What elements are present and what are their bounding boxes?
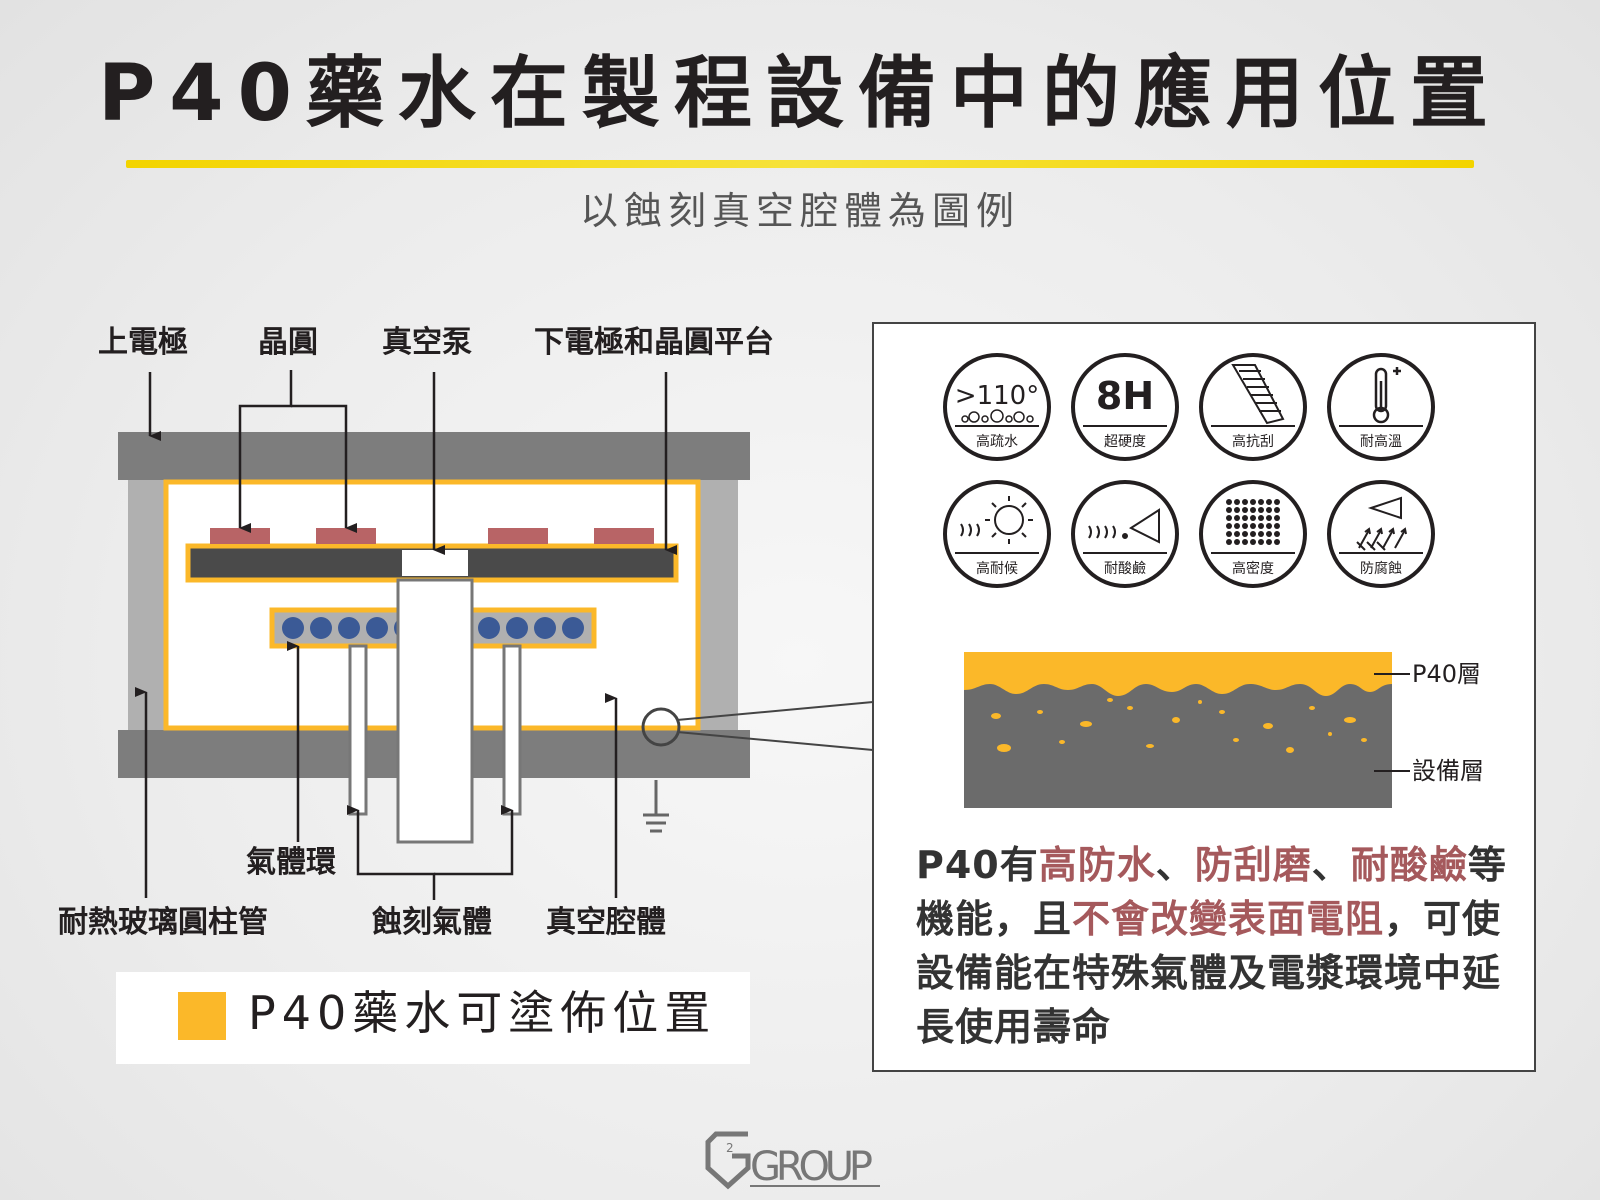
badge-density: 高密度 [1199,480,1307,588]
badge-band [1211,552,1295,554]
badge-acid: 耐酸鹼 [1071,480,1179,588]
legend-text: P40藥水可塗佈位置 [248,986,717,1040]
pointer-wafer [238,370,293,533]
badge-caption: 高疏水 [976,434,1018,450]
page-subtitle: 以蝕刻真空腔體為圖例 [579,189,1020,233]
badge-caption: 高抗刮 [1232,434,1274,450]
legend-swatch [178,992,226,1040]
label-vacuum-pump: 真空泵 [382,325,472,360]
desc-highlight: 不會改變表面電阻 [1072,897,1385,941]
title-underline [126,160,1474,168]
acid-spray-icon [1088,508,1160,544]
hardness-icon: 8H [1095,374,1155,418]
desc-part: P40有 [916,843,1039,887]
label-upper-electrode: 上電極 [98,325,188,360]
badge-band [1083,552,1167,554]
badge-band [955,552,1039,554]
callout-line-bottom [676,731,874,751]
wafer-4 [594,528,654,544]
badge-band [955,425,1039,427]
legend-box: P40藥水可塗佈位置 [116,972,750,1064]
contact-angle-icon: >110° [954,381,1040,411]
wafer-2 [316,528,376,544]
badge-band [1339,552,1423,554]
wafer-3 [488,528,548,544]
label-p40-layer: P40層 [1412,660,1482,688]
p40-layer [964,652,1392,696]
label-wafer: 晶圓 [258,325,318,360]
thermometer-icon [1372,367,1401,424]
ground-symbol [643,780,669,833]
badge-band [1339,425,1423,427]
desc-sep: 、 [1311,843,1351,887]
wafer-1 [210,528,270,544]
pointer-etch-gas-2 [434,805,514,876]
badge-caption: 高耐候 [976,561,1018,577]
glass-tube-right [700,480,738,730]
scratch-icon [1231,364,1285,425]
badge-caption: 超硬度 [1104,434,1146,450]
label-vacuum-chamber: 真空腔體 [546,905,666,940]
label-equipment-layer: 設備層 [1412,757,1484,785]
desc-highlight: 高防水 [1038,843,1156,887]
svg-text:GROUP: GROUP [750,1144,874,1190]
label-glass-tube: 耐熱玻璃圓柱管 [58,905,268,940]
badge-hydrophobic: >110° 高疏水 [943,353,1051,461]
svg-text:2: 2 [726,1141,734,1155]
badge-weather: 高耐候 [943,480,1051,588]
pointer-wafer-2 [291,404,357,533]
desc-sep: 、 [1155,843,1195,887]
desc-highlight: 防刮磨 [1194,843,1312,887]
callout-line-top [676,701,874,721]
badge-band [1083,425,1167,427]
dot-grid-icon [1226,499,1280,545]
corrosion-icon [1356,496,1407,551]
badge-caption: 高密度 [1232,561,1274,577]
badge-band [1211,425,1295,427]
badge-caption: 耐高溫 [1360,434,1402,450]
badge-scratch: 高抗刮 [1199,353,1307,461]
page-title: P40藥水在製程設備中的應用位置 [98,49,1502,139]
group-logo: 2 GROUP [705,1131,880,1190]
desc-highlight: 耐酸鹼 [1350,843,1468,887]
badge-caption: 耐酸鹼 [1104,561,1146,577]
desc-part: ，可使設備能在特殊氣體及電漿環境中延長使用壽命 [916,897,1502,1049]
p40-particles [991,698,1367,753]
badge-heat: 耐高溫 [1327,353,1435,461]
badge-caption: 防腐蝕 [1360,561,1402,577]
badge-hardness: 8H 超硬度 [1071,353,1179,461]
label-gas-ring: 氣體環 [246,845,336,880]
badge-corrosion: 防腐蝕 [1327,480,1435,588]
label-lower-electrode-platform: 下電極和晶圓平台 [534,325,774,360]
bubbles-icon [961,409,1034,423]
sun-icon [960,496,1033,544]
pointer-etch-gas [347,805,436,900]
description-text: P40有高防水、防刮磨、耐酸鹼等機能，且不會改變表面電阻，可使設備能在特殊氣體及… [916,838,1516,1054]
vacuum-pump-shaft [396,578,474,844]
desc-part: 等機能，且 [916,843,1507,941]
magnifier-circle [641,707,681,747]
label-etch-gas: 蝕刻氣體 [372,905,492,940]
